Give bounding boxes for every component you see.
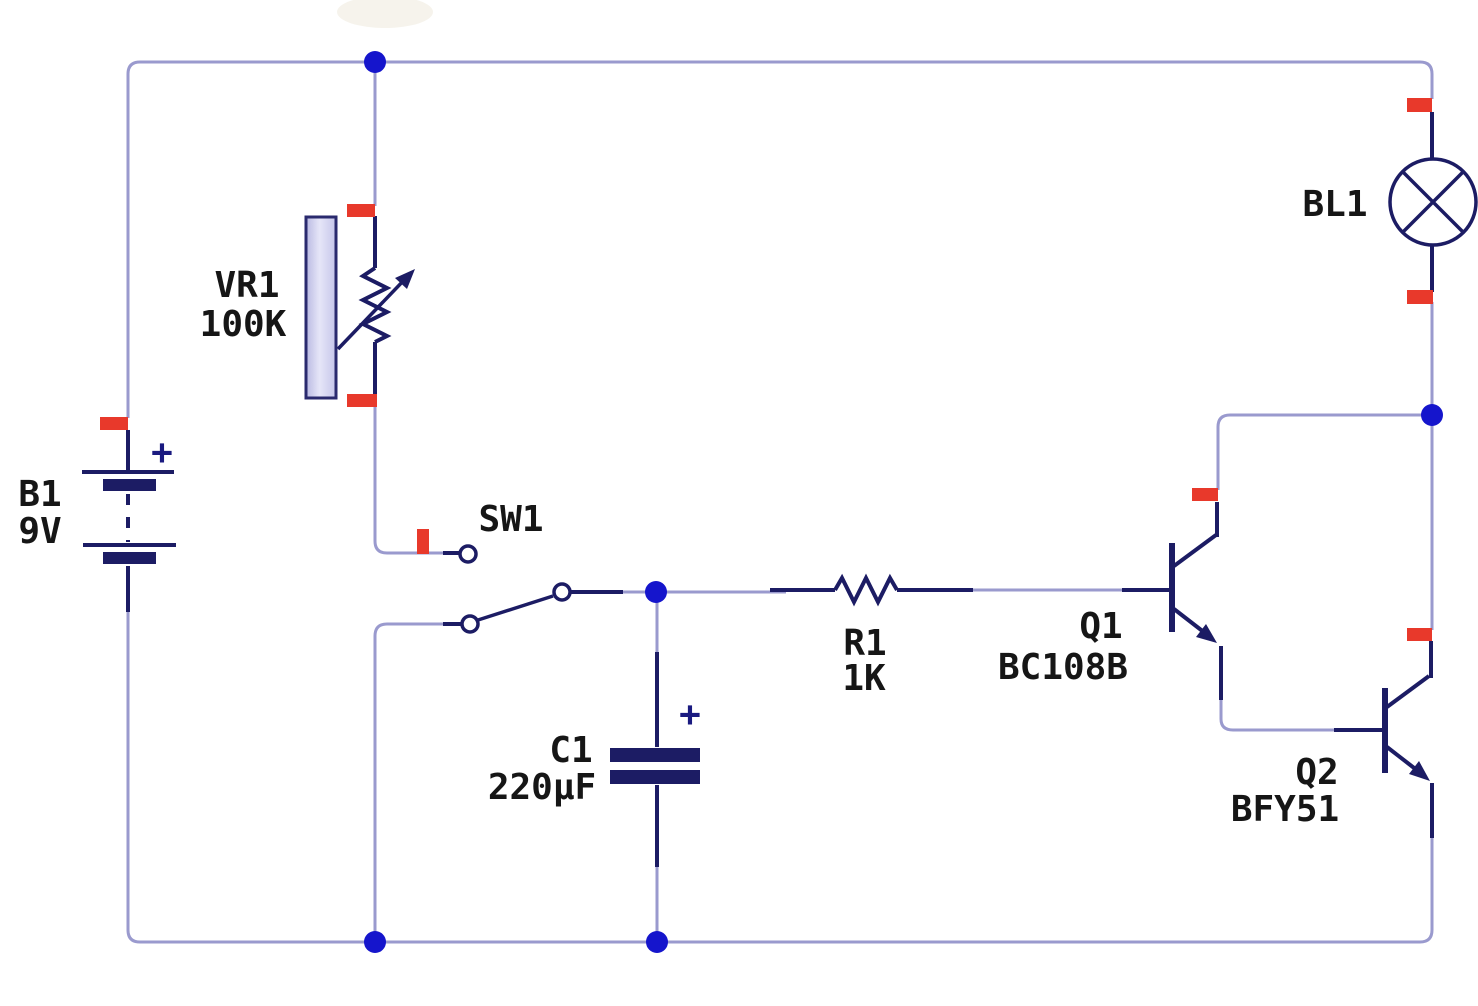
terminal-marker xyxy=(347,394,377,407)
q1-emitter-diagonal xyxy=(1172,607,1207,635)
battery-b1: + B1 9V xyxy=(18,417,176,612)
battery-plate-short-1 xyxy=(103,479,156,491)
c1-plus-sign: + xyxy=(679,694,701,735)
sw1-lever xyxy=(477,594,554,622)
wire-q1-collector-run xyxy=(1216,413,1428,490)
junction-dot xyxy=(364,51,386,73)
q1-value-label: BC108B xyxy=(998,647,1128,688)
junction-dot xyxy=(364,931,386,953)
sw1-ref-label: SW1 xyxy=(478,499,543,540)
resistor-r1: R1 1K xyxy=(770,573,973,699)
sw1-contact-top xyxy=(458,544,478,564)
terminal-marker xyxy=(347,204,375,217)
junction-dot xyxy=(646,931,668,953)
wire-q1-emitter-to-q2 xyxy=(1219,698,1334,732)
q2-ref-label: Q2 xyxy=(1295,752,1338,793)
junction-dot xyxy=(645,581,667,603)
junction-dots xyxy=(364,51,1443,953)
terminal-marker xyxy=(100,417,128,430)
potentiometer-vr1: VR1 100K xyxy=(200,204,415,407)
wire-switch-to-0v xyxy=(373,622,448,942)
q2-base-bar xyxy=(1382,688,1388,773)
sw1-contact-lower xyxy=(460,614,480,634)
terminal-marker xyxy=(1407,628,1432,641)
transistor-q1: Q1 BC108B xyxy=(998,488,1223,700)
wire-vr1-to-switch xyxy=(373,405,448,555)
r1-ref-label: R1 xyxy=(843,623,886,664)
q2-emitter-diagonal xyxy=(1385,745,1420,773)
q2-value-label: BFY51 xyxy=(1231,789,1339,830)
switch-sw1: SW1 xyxy=(417,499,623,634)
c1-ref-label: C1 xyxy=(549,730,592,771)
wire-bottom-rail xyxy=(126,610,1434,944)
vr1-ref-label: VR1 xyxy=(214,265,279,306)
capacitor-c1: + C1 220µF xyxy=(488,652,701,867)
transistor-q2: Q2 BFY51 xyxy=(1231,628,1434,838)
battery-plus-sign: + xyxy=(151,432,173,473)
q2-emitter-arrowhead xyxy=(1409,761,1430,781)
wire-top-left xyxy=(126,60,375,418)
r1-zigzag xyxy=(833,573,899,607)
c1-value-label: 220µF xyxy=(488,767,596,808)
sw1-contact-pole xyxy=(552,582,572,602)
battery-ref-label: B1 xyxy=(18,474,61,515)
top-edge-artifact xyxy=(337,0,433,28)
wires xyxy=(126,60,1434,944)
junction-dot xyxy=(1421,404,1443,426)
battery-plate-short-2 xyxy=(103,552,156,564)
vr1-value-label: 100K xyxy=(200,304,287,345)
q1-base-bar xyxy=(1169,543,1175,632)
q1-collector-diagonal xyxy=(1172,533,1218,568)
wire-top-rail xyxy=(375,60,1434,99)
lamp-cross xyxy=(1401,170,1465,234)
lamp-bl1: BL1 xyxy=(1302,98,1478,304)
vr1-body xyxy=(304,215,338,400)
vr1-zigzag xyxy=(358,266,392,344)
q2-collector-diagonal xyxy=(1385,674,1431,709)
bl1-ref-label: BL1 xyxy=(1302,184,1367,225)
c1-plate-bottom xyxy=(610,770,700,784)
terminal-marker xyxy=(1407,290,1433,304)
terminal-marker xyxy=(1192,488,1218,501)
vr1-wiper-arrow-shaft xyxy=(336,275,409,351)
q1-emitter-arrowhead xyxy=(1196,624,1217,643)
terminal-marker xyxy=(417,529,429,554)
vr1-wiper-arrowhead xyxy=(395,269,415,289)
battery-value-label: 9V xyxy=(18,511,61,552)
terminal-marker xyxy=(1407,98,1432,112)
q1-ref-label: Q1 xyxy=(1079,606,1122,647)
r1-value-label: 1K xyxy=(842,658,886,699)
c1-plate-top xyxy=(610,748,700,762)
